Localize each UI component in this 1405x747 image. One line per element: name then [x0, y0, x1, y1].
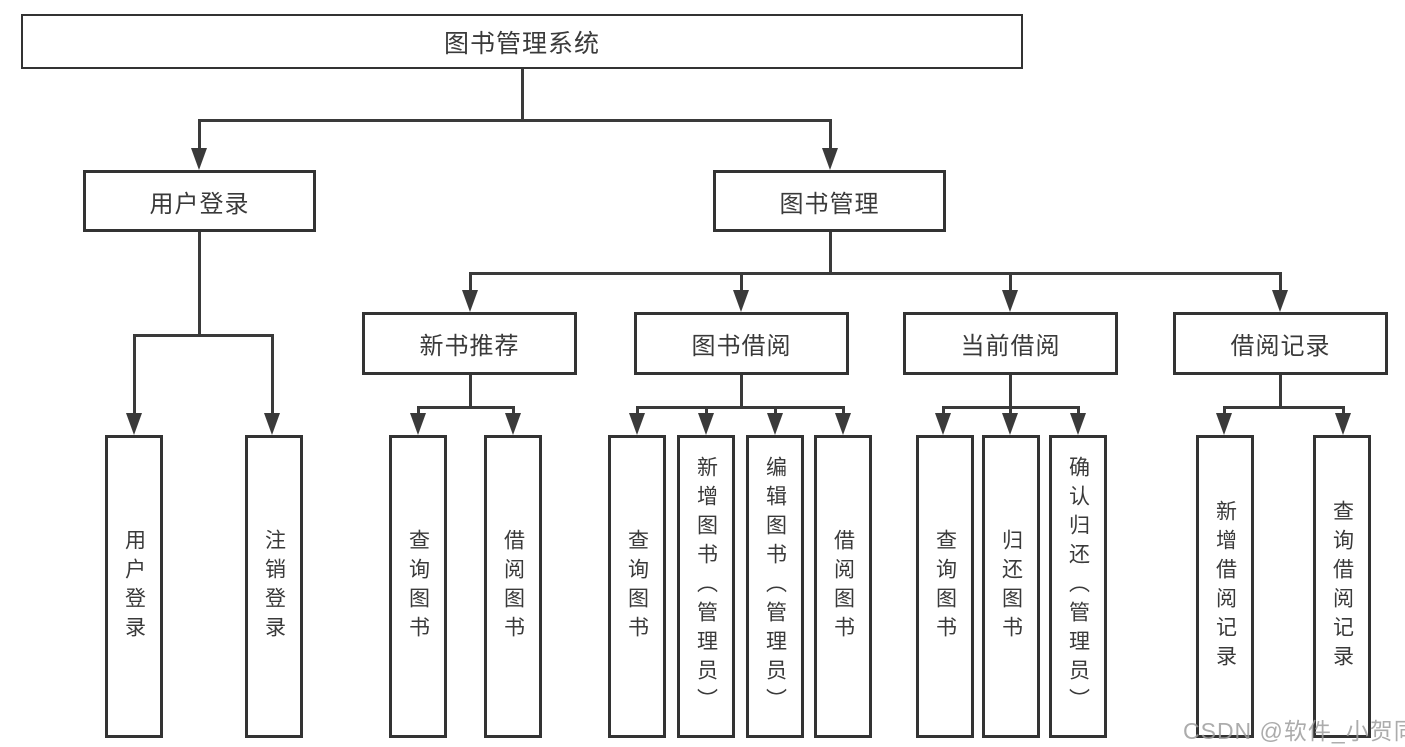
connector-drop-leaf [1008, 406, 1012, 416]
leaf-user-login: 用户登录 [105, 435, 163, 738]
connector-g2-hline [416, 406, 515, 409]
arrow-down-icon [462, 290, 478, 312]
connector-drop-book-borrow [739, 272, 743, 294]
leaf-label: 查询图书 [625, 528, 649, 645]
connector-drop-leaf [635, 406, 639, 416]
arrow-down-icon [191, 148, 207, 170]
connector-drop-leaf [941, 406, 945, 416]
leaf-borrow-books-recommend: 借阅图书 [484, 435, 542, 738]
node-book-borrow: 图书借阅 [634, 312, 849, 375]
node-label: 图书管理 [779, 190, 880, 218]
connector-drop-user-login [197, 119, 201, 153]
connector-g3-hline [635, 406, 845, 409]
arrow-down-icon [733, 290, 749, 312]
node-user-login: 用户登录 [83, 170, 316, 232]
arrow-down-icon [835, 413, 851, 435]
arrow-down-icon [505, 413, 521, 435]
node-borrow-records: 借阅记录 [1173, 312, 1388, 375]
leaf-query-books-recommend: 查询图书 [389, 435, 447, 738]
leaf-return-books: 归还图书 [982, 435, 1040, 738]
arrow-down-icon [1335, 413, 1351, 435]
connector-drop-leaf [1222, 406, 1226, 416]
arrow-down-icon [264, 413, 280, 435]
leaf-borrow-books: 借阅图书 [814, 435, 872, 738]
connector-drop-leaf [841, 406, 845, 416]
arrow-down-icon [126, 413, 142, 435]
node-label: 图书借阅 [691, 333, 792, 360]
connector-drop-leaf [704, 406, 708, 416]
csdn-watermark: CSDN @软件_小贺同学 [1183, 718, 1405, 744]
arrow-down-icon [698, 413, 714, 435]
connector-book-mgmt-stub [828, 232, 832, 275]
leaf-label: 归还图书 [999, 528, 1023, 645]
leaf-label: 确认归还（管理员） [1066, 456, 1090, 717]
node-current-borrow: 当前借阅 [903, 312, 1118, 375]
connector-drop-leaf [270, 334, 274, 415]
leaf-label: 查询图书 [933, 528, 957, 645]
connector-root-stub [520, 69, 524, 122]
arrow-down-icon [1002, 290, 1018, 312]
leaf-label: 新增图书（管理员） [694, 456, 718, 717]
connector-drop-leaf [1341, 406, 1345, 416]
leaf-add-books-admin: 新增图书（管理员） [677, 435, 735, 738]
leaf-edit-books-admin: 编辑图书（管理员） [746, 435, 804, 738]
connector-g1-hline [132, 334, 274, 337]
leaf-label: 借阅图书 [831, 528, 855, 645]
connector-drop-book-management [828, 119, 832, 153]
node-label: 图书管理系统 [443, 29, 600, 58]
leaf-query-books-borrow: 查询图书 [608, 435, 666, 738]
arrow-down-icon [1272, 290, 1288, 312]
arrow-down-icon [935, 413, 951, 435]
node-new-book-recommend: 新书推荐 [362, 312, 577, 375]
arrow-down-icon [1070, 413, 1086, 435]
connector-drop-borrow-records [1278, 272, 1282, 294]
connector-user-login-stub [197, 232, 201, 337]
leaf-label: 编辑图书（管理员） [763, 456, 787, 717]
leaf-logout: 注销登录 [245, 435, 303, 738]
connector-drop-leaf [1076, 406, 1080, 416]
connector-l2-hline [468, 272, 1282, 275]
node-label: 用户登录 [149, 190, 250, 218]
node-library-management-system: 图书管理系统 [21, 14, 1023, 69]
connector-drop-current-borrow [1008, 272, 1012, 294]
leaf-label: 借阅图书 [501, 528, 525, 645]
connector-drop-leaf [132, 334, 136, 415]
connector-drop-leaf [416, 406, 420, 416]
leaf-add-borrow-record: 新增借阅记录 [1196, 435, 1254, 738]
connector-l1-hline [197, 119, 832, 122]
leaf-query-books-current: 查询图书 [916, 435, 974, 738]
node-label: 借阅记录 [1230, 333, 1331, 360]
leaf-label: 用户登录 [122, 528, 146, 645]
arrow-down-icon [767, 413, 783, 435]
node-label: 当前借阅 [960, 333, 1061, 360]
connector-drop-leaf [511, 406, 515, 416]
arrow-down-icon [410, 413, 426, 435]
leaf-confirm-return-admin: 确认归还（管理员） [1049, 435, 1107, 738]
leaf-label: 注销登录 [262, 528, 286, 645]
connector-drop-new-book [468, 272, 472, 294]
connector-drop-leaf [773, 406, 777, 416]
connector-l3-stub [1008, 375, 1012, 409]
arrow-down-icon [822, 148, 838, 170]
node-book-management: 图书管理 [713, 170, 946, 232]
node-label: 新书推荐 [419, 333, 520, 360]
arrow-down-icon [1002, 413, 1018, 435]
leaf-label: 新增借阅记录 [1213, 499, 1237, 674]
connector-g5-hline [1222, 406, 1345, 409]
connector-l3-stub [468, 375, 472, 409]
leaf-label: 查询图书 [406, 528, 430, 645]
leaf-label: 查询借阅记录 [1330, 499, 1354, 674]
arrow-down-icon [629, 413, 645, 435]
leaf-query-borrow-record: 查询借阅记录 [1313, 435, 1371, 738]
arrow-down-icon [1216, 413, 1232, 435]
connector-l3-stub [1278, 375, 1282, 409]
connector-l3-stub [739, 375, 743, 409]
